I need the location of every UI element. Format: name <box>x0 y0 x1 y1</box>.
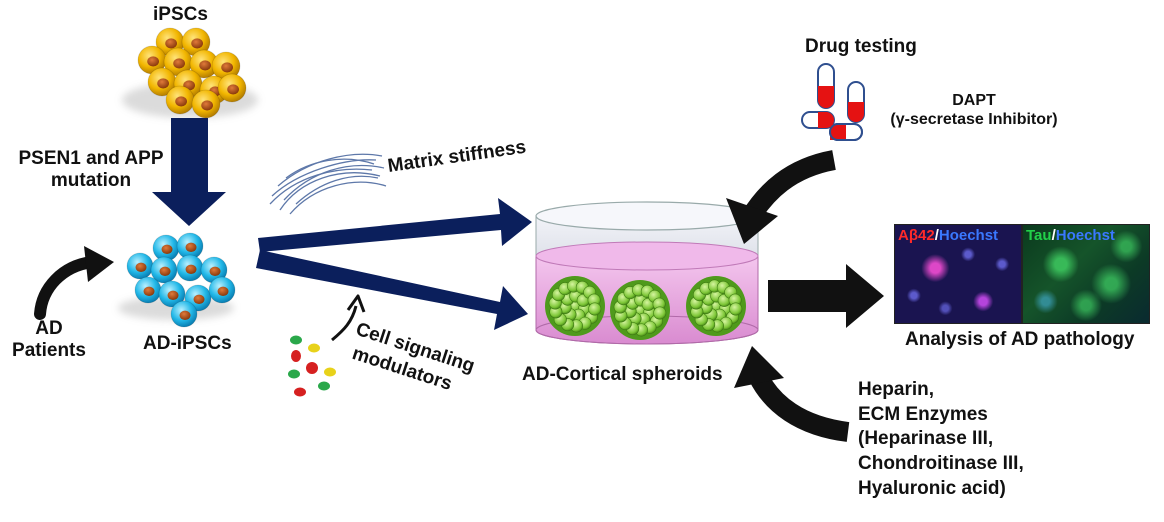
patients-curved-arrow <box>34 246 114 320</box>
heparin-line-4: Chondroitinase III, <box>858 453 1024 475</box>
spheroid <box>610 280 670 340</box>
heparin-curved-arrow <box>734 346 850 442</box>
ad-ipsc-cell <box>134 276 162 304</box>
ipsc-cell <box>181 27 211 57</box>
mutation-label: PSEN1 and APP mutation <box>6 148 176 193</box>
heparin-label: Heparin, ECM Enzymes (Heparinase III, Ch… <box>858 378 1024 501</box>
dapt-label-line1: DAPT <box>952 92 996 109</box>
heparin-line-5: Hyaluronic acid) <box>858 477 1006 499</box>
abeta-hoechst-panel: Aβ42/Hoechst <box>894 224 1022 324</box>
drug-capsules-icon <box>801 63 865 141</box>
mutation-label-line1: PSEN1 and APP <box>18 148 164 169</box>
ipscs-label: iPSCs <box>153 4 208 25</box>
ipsc-cluster-icon <box>122 27 258 119</box>
drug-curved-arrow <box>726 150 837 244</box>
patients-label-line2: Patients <box>12 340 86 362</box>
signaling-curved-arrow <box>331 294 366 342</box>
ad-ipscs-label: AD-iPSCs <box>143 333 232 354</box>
mutation-label-line2: mutation <box>50 170 132 192</box>
tau-marker-label: Tau <box>1026 227 1052 244</box>
ad-ipsc-cell <box>176 254 204 282</box>
ipsc-cell <box>147 67 177 97</box>
spheroids-label: AD-Cortical spheroids <box>522 364 723 385</box>
analysis-label: Analysis of AD pathology <box>905 329 1135 350</box>
heparin-line-3: (Heparinase III, <box>858 428 994 450</box>
ad-ipsc-cell <box>150 256 178 284</box>
ipsc-cell <box>191 89 221 119</box>
spheroids-group <box>545 276 746 340</box>
patients-label: AD Patients <box>2 318 96 363</box>
tau-separator: / <box>1051 227 1056 244</box>
spheroid <box>686 276 746 336</box>
ad-ipsc-cell <box>170 300 198 328</box>
matrix-fibers-icon <box>269 153 387 215</box>
ipsc-cell <box>217 73 247 103</box>
ipsc-cell <box>163 47 193 77</box>
ad-ipsc-cluster-icon <box>118 232 236 328</box>
dapt-label-line2: (γ-secretase Inhibitor) <box>890 110 1058 128</box>
signaling-molecules-icon <box>288 335 336 397</box>
ad-ipsc-cell <box>208 276 236 304</box>
heparin-line-2: ECM Enzymes <box>858 403 988 425</box>
tau-hoechst-panel: Tau/Hoechst <box>1022 224 1150 324</box>
patients-label-line1: AD <box>35 318 63 339</box>
ad-ipsc-cell <box>152 234 180 262</box>
signaling-arrow <box>256 250 528 330</box>
abeta-hoechst-label: Hoechst <box>938 227 999 244</box>
abeta-marker-label: Aβ42 <box>898 227 935 244</box>
culture-dish-icon <box>535 201 759 345</box>
spheroid <box>545 276 605 336</box>
ad-ipsc-cell <box>126 252 154 280</box>
mutation-down-arrow <box>152 118 226 226</box>
analysis-arrow <box>768 264 884 328</box>
tau-hoechst-label: Hoechst <box>1055 227 1115 244</box>
dapt-label: DAPT (γ-secretase Inhibitor) <box>874 92 1074 130</box>
drug-testing-label: Drug testing <box>805 36 917 57</box>
ad-ipsc-cell <box>158 280 186 308</box>
ipsc-cell <box>165 85 195 115</box>
matrix-stiffness-arrow <box>258 198 532 252</box>
ipsc-cell <box>211 51 241 81</box>
heparin-line-1: Heparin, <box>858 379 935 400</box>
abeta-separator: / <box>934 227 939 244</box>
ipsc-cell <box>189 49 219 79</box>
